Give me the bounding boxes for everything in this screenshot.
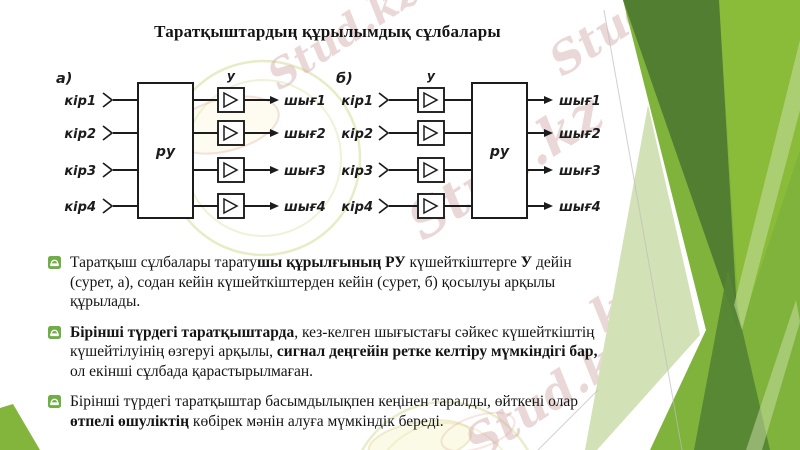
output-label: шығ1 [559, 94, 601, 109]
amplifier-triangle-icon [423, 91, 439, 109]
output-label: шығ3 [559, 164, 601, 179]
pale-strip-shape [734, 40, 800, 330]
amplifier-triangle-icon [423, 124, 439, 142]
bullet-icon [48, 256, 61, 312]
input-label: кір2 [341, 127, 373, 142]
input-chevron-icon [102, 125, 114, 141]
output-label: шығ3 [284, 164, 326, 179]
input-label: кір1 [64, 94, 96, 109]
output-arrowhead-icon [270, 202, 279, 210]
input-label: кір1 [341, 94, 373, 109]
output-arrowhead-icon [544, 202, 553, 210]
input-chevron-icon [378, 162, 390, 178]
pale-strip-2-shape [746, 300, 800, 450]
amplifier-box [417, 120, 445, 146]
output-arrowhead-icon [544, 96, 553, 104]
watermark-text: Stud.kz [259, 0, 427, 99]
watermark-text: Stud.kz [397, 81, 615, 252]
amplifier-box [217, 193, 245, 219]
input-chevron-icon [102, 162, 114, 178]
router-box [471, 82, 528, 219]
input-chevron-icon [378, 198, 390, 214]
bullet-list: Таратқыш сұлбалары таратушы құрылғының Р… [48, 253, 710, 442]
bullet-text: Бірінші түрдегі таратқыштарда, кез-келге… [70, 323, 598, 380]
diagram-variant-label: а) [56, 71, 72, 87]
amplifier-triangle-icon [223, 161, 239, 179]
diagram-a: а) ру у кір1 шығ1 кір2 шығ2 кір3 шығ3 кір4 шығ4 [56, 68, 326, 219]
bottom-left-decoration [0, 404, 40, 450]
amplifier-triangle-icon [423, 161, 439, 179]
input-chevron-icon [378, 92, 390, 108]
output-label: шығ4 [559, 200, 601, 215]
output-label: шығ2 [284, 127, 326, 142]
bullet-icon [48, 395, 61, 431]
input-label: кір4 [341, 200, 373, 215]
light-green-shape [719, 0, 800, 330]
amplifier-box [417, 193, 445, 219]
amplifier-triangle-icon [223, 124, 239, 142]
bullet-item: Бірінші түрдегі таратқыштарда, кез-келге… [48, 323, 710, 382]
amplifier-column-label: у [427, 68, 436, 83]
output-label: шығ2 [559, 127, 601, 142]
page-title: Таратқыштардың құрылымдық сұлбалары [154, 22, 501, 41]
output-label: шығ4 [284, 200, 326, 215]
amplifier-box [217, 157, 245, 183]
bullet-text: Таратқыш сұлбалары таратушы құрылғының Р… [70, 254, 572, 310]
diagram-b: б) ру у кір1 шығ1 кір2 шығ2 кір3 шығ3 кір4 шығ4 [336, 68, 601, 219]
output-arrowhead-icon [270, 129, 279, 137]
amplifier-triangle-icon [223, 91, 239, 109]
amplifier-triangle-icon [423, 197, 439, 215]
input-label: кір3 [64, 164, 96, 179]
output-arrowhead-icon [270, 166, 279, 174]
router-box [137, 82, 194, 219]
amplifier-box [417, 87, 445, 113]
output-label: шығ1 [284, 94, 326, 109]
router-box-label: ру [489, 144, 510, 160]
input-chevron-icon [102, 92, 114, 108]
amplifier-box [217, 87, 245, 113]
input-label: кір3 [341, 164, 373, 179]
bullet-icon [48, 325, 61, 382]
amplifier-box [417, 157, 445, 183]
bullet-item: Бірінші түрдегі таратқыштар басымдылықпе… [48, 392, 710, 431]
router-box-label: ру [155, 144, 176, 160]
amplifier-box [217, 120, 245, 146]
output-arrowhead-icon [544, 166, 553, 174]
input-label: кір4 [64, 200, 96, 215]
diagram-variant-label: б) [336, 71, 353, 87]
amplifier-column-label: у [227, 68, 236, 83]
amplifier-triangle-icon [223, 197, 239, 215]
input-label: кір2 [64, 127, 96, 142]
output-arrowhead-icon [544, 129, 553, 137]
input-chevron-icon [378, 125, 390, 141]
output-arrowhead-icon [270, 96, 279, 104]
bullet-item: Таратқыш сұлбалары таратушы құрылғының Р… [48, 253, 710, 312]
bullet-text: Бірінші түрдегі таратқыштар басымдылықпе… [70, 393, 579, 430]
input-chevron-icon [102, 198, 114, 214]
watermark-text: Stud.kz [540, 0, 724, 87]
